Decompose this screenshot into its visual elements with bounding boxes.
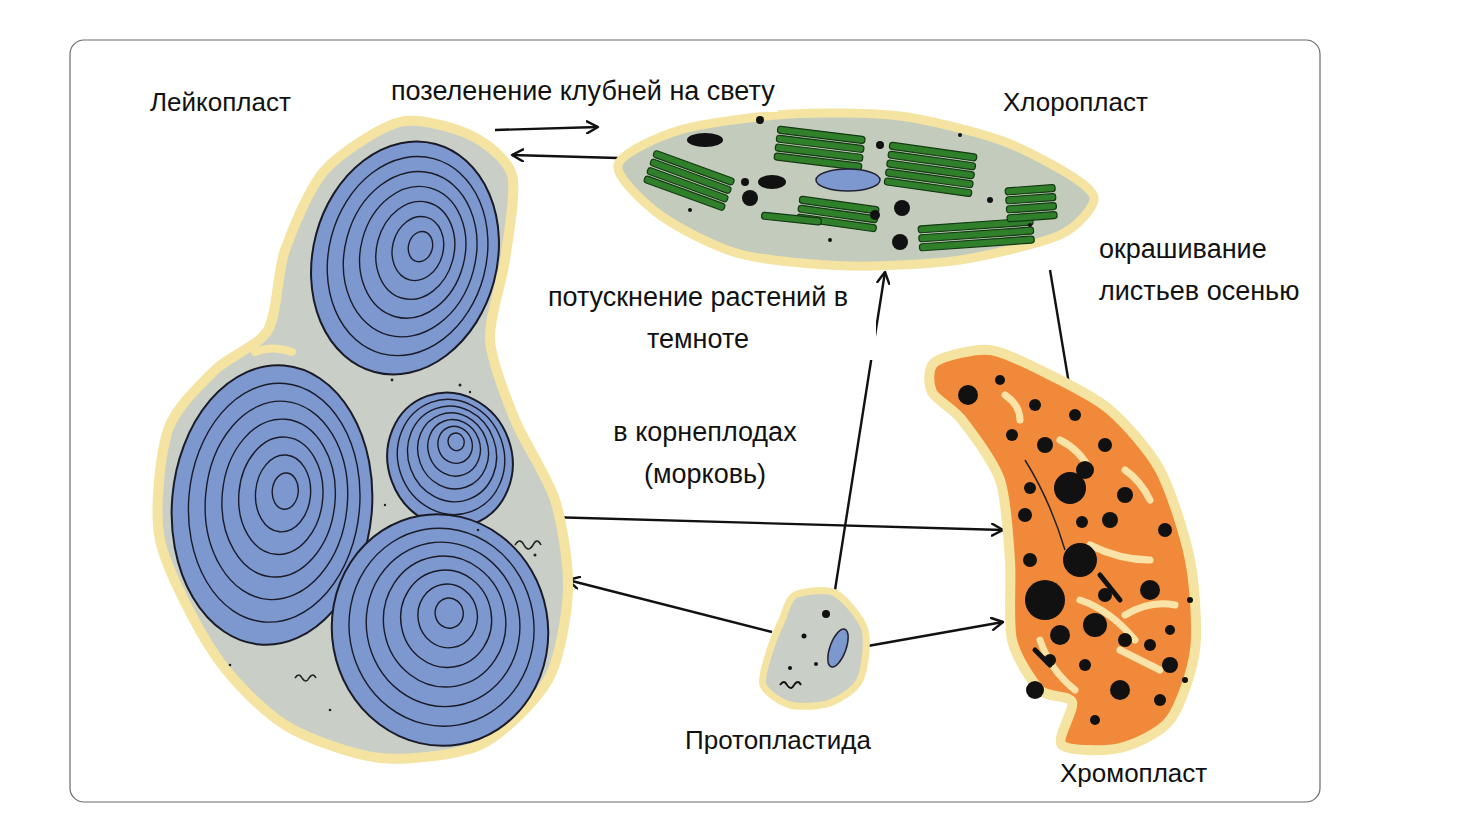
- transition-label: в корнеплодах (морковь): [568, 411, 842, 495]
- plastid-name: Хромопласт: [1060, 758, 1207, 788]
- plastid-node: Хромопласт: [920, 340, 1232, 792]
- transition-label: окрашивание листьев осенью: [1096, 228, 1317, 312]
- plastid-node: Хлоропласт: [612, 85, 1168, 270]
- transition-arrow: [512, 155, 618, 158]
- plastid-name: Хлоропласт: [1003, 87, 1148, 117]
- plastid-node: Лейкопласт: [150, 85, 570, 760]
- transition-label: позеленение клубней на свету: [388, 70, 778, 112]
- frame: [70, 40, 1320, 802]
- plastid-node: Протопластида: [680, 585, 895, 760]
- transition-arrow: [862, 622, 1003, 647]
- transition-arrow: [548, 517, 1003, 530]
- chromoplast-figure: [920, 340, 1232, 792]
- transition-arrow: [568, 580, 772, 632]
- plastid-name: Лейкопласт: [150, 87, 291, 117]
- plastid-name: Протопластида: [685, 725, 871, 755]
- leucoplast-figure: [150, 85, 570, 760]
- transition-arrow: [495, 127, 598, 130]
- transition-label: потускнение растений в темноте: [520, 276, 876, 360]
